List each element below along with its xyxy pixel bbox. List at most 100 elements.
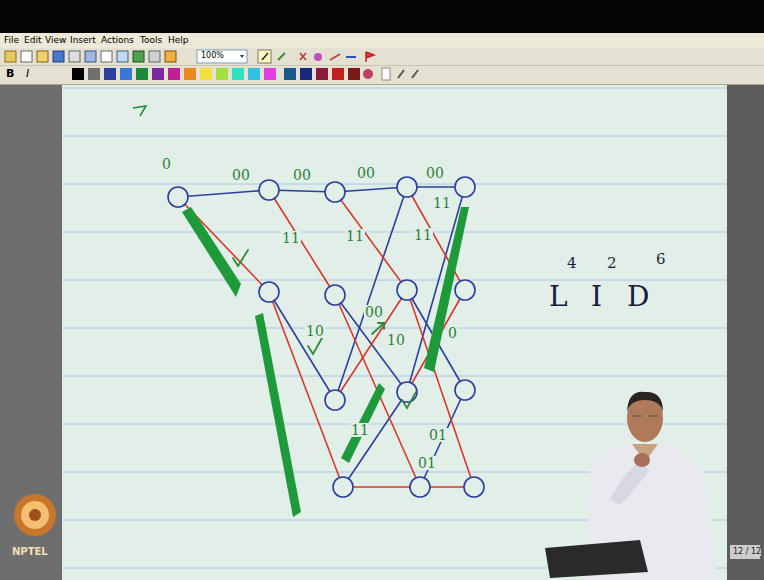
- branch-label: 00: [231, 168, 251, 182]
- dropdown-arrow: [240, 55, 244, 58]
- menu-item: View: [45, 36, 66, 45]
- logo-text: NPTEL: [12, 547, 48, 557]
- tool-icon: [346, 56, 356, 58]
- color-swatch: [152, 68, 164, 80]
- format-button: B: [6, 68, 14, 79]
- tool-icon: [69, 51, 80, 62]
- state-circle: [259, 180, 279, 200]
- color-swatch: [300, 68, 312, 80]
- tool-icon: [133, 51, 144, 62]
- toolbar-icons: [5, 50, 374, 63]
- color-swatch: [72, 68, 84, 80]
- arrow-mark: [372, 323, 384, 334]
- branch-label: 00: [292, 168, 312, 182]
- branch-label: 11: [345, 229, 365, 243]
- menu-item: Tools: [140, 36, 162, 45]
- top-band: [0, 0, 764, 33]
- glasses: [632, 415, 658, 416]
- state-circle: [464, 477, 484, 497]
- color-swatch: [104, 68, 116, 80]
- hand: [634, 453, 650, 467]
- branch-label: 10: [305, 324, 325, 338]
- side-strip: [727, 85, 764, 580]
- handwritten-note: L: [548, 283, 569, 311]
- menu-item: Edit: [24, 36, 41, 45]
- toolbar-divider: [0, 65, 764, 66]
- format-button: I: [26, 68, 29, 79]
- branch-label: 10: [386, 333, 406, 347]
- tool-icon: [53, 51, 64, 62]
- handwritten-note: D: [626, 283, 650, 311]
- menu-bar: [0, 33, 764, 48]
- highlight-stroke: [182, 207, 241, 297]
- eraser-icon: [300, 53, 306, 60]
- state-circle: [397, 280, 417, 300]
- zoom-box: [197, 50, 247, 63]
- menu-item: File: [4, 36, 19, 45]
- tool-icon: [85, 51, 96, 62]
- state-circle: [397, 177, 417, 197]
- page-number: 12 / 12: [733, 548, 761, 556]
- handwritten-note: 6: [655, 252, 667, 267]
- arm: [610, 462, 650, 505]
- check-mark: [402, 392, 416, 408]
- branch-label: 11: [432, 196, 452, 210]
- check-mark: [308, 338, 322, 354]
- ruled-lines: [62, 88, 727, 568]
- state-circle: [168, 187, 188, 207]
- flag-icon: [366, 52, 374, 62]
- highlight-stroke: [341, 383, 385, 463]
- tool-icon: [314, 53, 322, 61]
- menu-item: Actions: [101, 36, 134, 45]
- color-swatch: [316, 68, 328, 80]
- branch-label: 11: [281, 231, 301, 245]
- check-mark: [233, 250, 248, 266]
- note-paper: [62, 85, 727, 580]
- logo-center: [29, 509, 41, 521]
- pen-icon: [262, 53, 268, 60]
- logo-core: [21, 501, 49, 529]
- color-swatch: [248, 68, 260, 80]
- hair: [627, 392, 663, 412]
- handwritten-note: I: [590, 283, 603, 311]
- branch-label: 0: [161, 157, 172, 171]
- state-circle: [455, 280, 475, 300]
- color-swatch: [136, 68, 148, 80]
- tool-icon: [21, 51, 32, 62]
- tool-icon: [101, 51, 112, 62]
- logo-ring: [14, 494, 56, 536]
- tool-icon: [149, 51, 160, 62]
- state-circle: [325, 285, 345, 305]
- nptel-logo: [14, 494, 56, 536]
- branch-label: 00: [364, 305, 384, 319]
- state-circle: [397, 382, 417, 402]
- state-circle: [455, 177, 475, 197]
- color-swatch: [348, 68, 360, 80]
- toolbar-divider: [0, 84, 764, 85]
- branch-label: 11: [413, 228, 433, 242]
- color-swatch: [120, 68, 132, 80]
- color-swatch: [264, 68, 276, 80]
- branch-label: 11: [350, 423, 370, 437]
- color-swatch: [184, 68, 196, 80]
- tool-icon: [5, 51, 16, 62]
- check-marks: [233, 250, 416, 408]
- tool-icon: [412, 70, 418, 78]
- state-circle: [333, 477, 353, 497]
- branch-label: 0: [447, 326, 458, 340]
- handwritten-note: 4: [566, 256, 578, 271]
- tool-icon: [398, 70, 404, 78]
- tool-icon: [37, 51, 48, 62]
- color-swatch: [168, 68, 180, 80]
- laptop: [545, 540, 648, 578]
- handwritten-note: 2: [606, 256, 618, 271]
- color-swatch: [200, 68, 212, 80]
- color-swatch: [88, 68, 100, 80]
- trellis-branch-one: [178, 187, 474, 487]
- tool-icon: [258, 50, 271, 63]
- color-swatch: [232, 68, 244, 80]
- state-circle: [259, 282, 279, 302]
- toolbar: [0, 48, 764, 85]
- menu-item: Insert: [70, 36, 96, 45]
